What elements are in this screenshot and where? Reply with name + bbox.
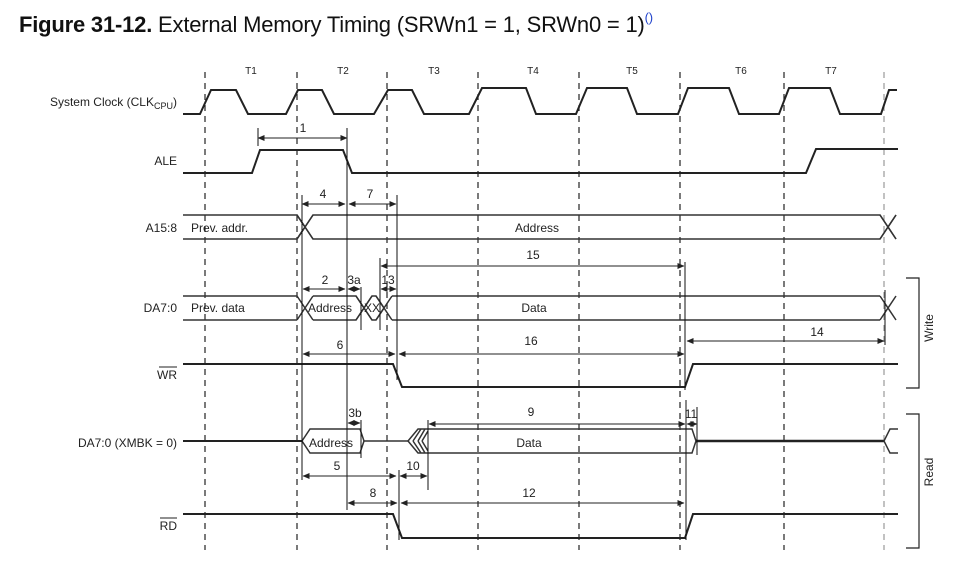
da-write-data: Data <box>521 301 547 315</box>
da-read-label: DA7:0 (XMBK = 0) <box>78 436 177 450</box>
a15-8-prev-addr: Prev. addr. <box>191 221 248 235</box>
param-label: 6 <box>337 338 344 352</box>
write-group-label: Write <box>922 314 936 342</box>
param-label: 16 <box>524 334 538 348</box>
figure-number: Figure 31-12. <box>19 12 153 37</box>
param-label: 13 <box>381 273 395 287</box>
period-label: T6 <box>735 66 747 77</box>
period-labels: T1 T2 T3 T4 T5 T6 T7 <box>245 66 837 77</box>
da-write-bus: Prev. data Address XX Data <box>183 295 897 321</box>
period-label: T1 <box>245 66 257 77</box>
da-write-address: Address <box>308 301 352 315</box>
da-read-bus: Address Data <box>183 428 898 454</box>
da-write-label: DA7:0 <box>144 301 178 315</box>
wr-label: WR <box>157 368 177 382</box>
read-group-label: Read <box>922 458 936 487</box>
clock-boundaries <box>204 72 885 550</box>
write-group-bracket: Write <box>906 277 936 389</box>
ale-label: ALE <box>154 154 177 168</box>
da-write-xx: XX <box>364 301 380 315</box>
param-label: 8 <box>370 486 377 500</box>
param-label: 3b <box>348 406 362 420</box>
period-label: T4 <box>527 66 539 77</box>
param-label: 1 <box>300 121 307 135</box>
da-read-data: Data <box>516 436 542 450</box>
timing-reference-lines <box>257 128 886 540</box>
figure-caption: External Memory Timing (SRWn1 = 1, SRWn0… <box>158 12 645 37</box>
timing-parameters: 1 4 7 15 2 3a 13 6 16 14 3b 9 11 5 10 8 … <box>257 121 885 506</box>
param-label: 10 <box>406 459 420 473</box>
param-label: 5 <box>334 459 341 473</box>
period-label: T3 <box>428 66 440 77</box>
period-label: T7 <box>825 66 837 77</box>
a15-8-bus: Prev. addr. Address <box>183 214 897 240</box>
clk-label: System Clock (CLKCPU) <box>50 95 177 111</box>
signal-labels: System Clock (CLKCPU) ALE A15:8 DA7:0 WR… <box>50 95 177 533</box>
period-label: T5 <box>626 66 638 77</box>
param-label: 2 <box>322 273 329 287</box>
da-read-address: Address <box>309 436 353 450</box>
read-group-bracket: Read <box>906 413 936 549</box>
wr-waveform <box>183 363 898 388</box>
param-label: 12 <box>522 486 536 500</box>
da-write-prev-data: Prev. data <box>191 301 245 315</box>
param-label: 15 <box>526 248 540 262</box>
param-label: 7 <box>367 187 374 201</box>
rd-waveform <box>183 513 898 539</box>
figure-title: Figure 31-12. External Memory Timing (SR… <box>19 10 653 38</box>
clock-waveform <box>183 87 897 115</box>
param-label: 14 <box>810 325 824 339</box>
period-label: T2 <box>337 66 349 77</box>
a15-8-label: A15:8 <box>146 221 178 235</box>
footnote-link[interactable]: () <box>644 10 653 25</box>
rd-label: RD <box>160 519 178 533</box>
a15-8-address: Address <box>515 221 559 235</box>
ale-waveform <box>183 148 898 174</box>
param-label: 3a <box>347 273 361 287</box>
param-label: 11 <box>685 407 698 421</box>
param-label: 4 <box>320 187 327 201</box>
param-label: 9 <box>528 405 535 419</box>
